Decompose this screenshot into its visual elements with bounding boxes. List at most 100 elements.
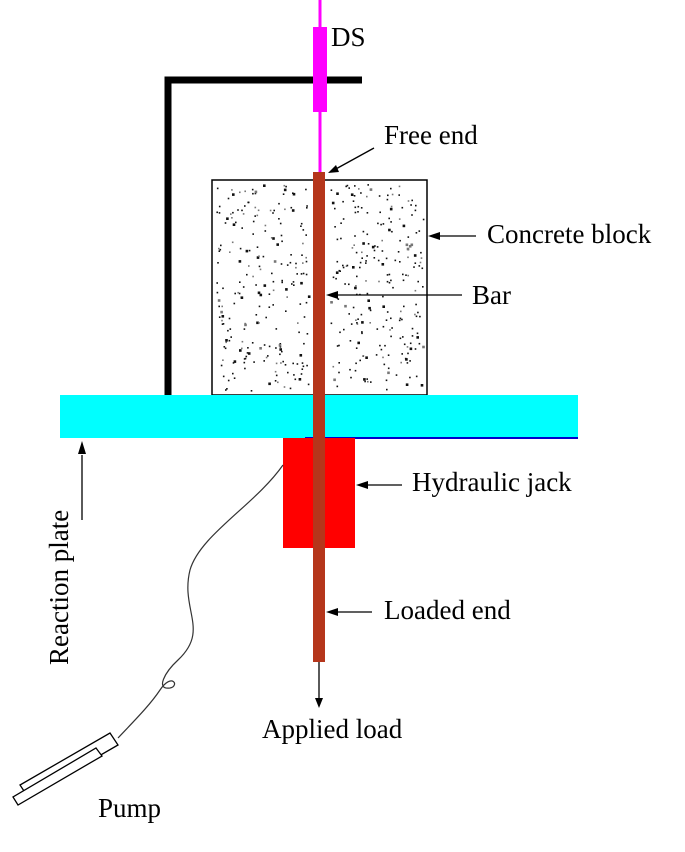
concrete-speck	[386, 280, 389, 283]
concrete-speck	[233, 360, 237, 363]
concrete-speck	[279, 348, 282, 351]
concrete-speck	[283, 188, 287, 192]
concrete-speck	[244, 323, 247, 327]
concrete-speck	[416, 332, 419, 335]
concrete-speck	[285, 310, 287, 312]
concrete-speck	[257, 291, 261, 295]
concrete-speck	[338, 269, 341, 272]
concrete-speck	[291, 209, 295, 212]
concrete-speck	[352, 266, 355, 269]
concrete-speck	[365, 356, 368, 359]
concrete-speck	[297, 322, 299, 324]
concrete-speck	[388, 273, 391, 276]
concrete-speck	[307, 295, 311, 298]
free-end-arrowhead	[328, 165, 339, 173]
concrete-speck	[413, 266, 415, 268]
concrete-speck	[272, 304, 274, 306]
concrete-speck	[417, 311, 419, 314]
label-ds: DS	[331, 22, 366, 52]
concrete-speck	[231, 241, 234, 244]
concrete-speck	[405, 274, 407, 276]
concrete-speck	[359, 266, 361, 269]
concrete-speck	[357, 211, 359, 213]
concrete-speck	[354, 235, 356, 237]
concrete-speck	[361, 331, 363, 333]
concrete-speck	[305, 301, 308, 304]
concrete-speck	[362, 230, 365, 233]
concrete-speck	[259, 293, 263, 297]
concrete-speck	[415, 303, 417, 306]
concrete-speck	[252, 220, 255, 223]
concrete-speck	[286, 264, 289, 266]
concrete-speck	[390, 335, 392, 338]
concrete-speck	[386, 274, 389, 276]
concrete-speck	[263, 184, 266, 187]
concrete-speck	[264, 224, 267, 227]
concrete-speck	[357, 341, 360, 345]
concrete-speck	[356, 322, 358, 324]
concrete-speck	[251, 342, 254, 344]
concrete-speck	[241, 227, 243, 229]
concrete-speck	[267, 355, 269, 357]
concrete-texture	[216, 184, 425, 392]
concrete-speck	[361, 257, 363, 259]
concrete-speck	[217, 262, 219, 264]
applied-load-arrowhead	[315, 698, 323, 708]
concrete-speck	[246, 352, 249, 354]
concrete-speck	[391, 193, 394, 196]
concrete-speck	[292, 192, 294, 194]
concrete-speck	[392, 286, 394, 289]
concrete-speck	[228, 339, 231, 342]
concrete-speck	[346, 264, 349, 267]
concrete-speck	[264, 230, 267, 232]
concrete-speck	[218, 316, 221, 318]
label-reaction-plate: Reaction plate	[44, 510, 74, 665]
concrete-speck	[241, 347, 243, 350]
concrete-speck	[247, 352, 251, 355]
concrete-speck	[366, 255, 368, 257]
concrete-speck	[245, 355, 248, 358]
concrete-speck	[419, 261, 422, 264]
concrete-speck	[409, 360, 411, 362]
concrete-speck	[350, 376, 352, 379]
concrete-speck	[275, 362, 278, 365]
concrete-speck	[278, 202, 280, 205]
concrete-speck	[390, 205, 393, 208]
concrete-speck	[358, 188, 360, 190]
concrete-speck	[355, 347, 358, 349]
concrete-speck	[284, 364, 287, 366]
concrete-speck	[354, 185, 356, 187]
concrete-speck	[394, 259, 397, 262]
concrete-speck	[337, 298, 340, 300]
concrete-speck	[401, 318, 403, 321]
concrete-speck	[360, 207, 363, 209]
concrete-speck	[344, 283, 346, 285]
concrete-speck	[225, 389, 227, 391]
concrete-speck	[302, 229, 305, 231]
concrete-speck	[409, 376, 411, 379]
concrete-speck	[221, 319, 223, 322]
concrete-speck	[355, 319, 357, 321]
concrete-speck	[389, 329, 391, 331]
concrete-speck	[382, 356, 384, 359]
concrete-speck	[362, 242, 365, 245]
concrete-speck	[367, 380, 369, 383]
concrete-speck	[285, 185, 287, 188]
concrete-speck	[332, 276, 335, 279]
pump	[12, 732, 119, 806]
concrete-speck	[245, 249, 249, 253]
concrete-speck	[387, 371, 390, 375]
concrete-speck	[306, 364, 308, 367]
concrete-speck	[361, 251, 363, 254]
concrete-speck	[352, 306, 355, 309]
concrete-speck	[218, 205, 221, 208]
concrete-speck	[221, 305, 223, 308]
concrete-speck	[336, 345, 339, 347]
concrete-speck	[406, 346, 409, 348]
concrete-speck	[289, 387, 292, 390]
concrete-speck	[220, 310, 223, 314]
concrete-speck	[268, 293, 271, 295]
concrete-speck	[302, 242, 304, 245]
concrete-speck	[216, 282, 218, 284]
concrete-speck	[276, 243, 279, 246]
